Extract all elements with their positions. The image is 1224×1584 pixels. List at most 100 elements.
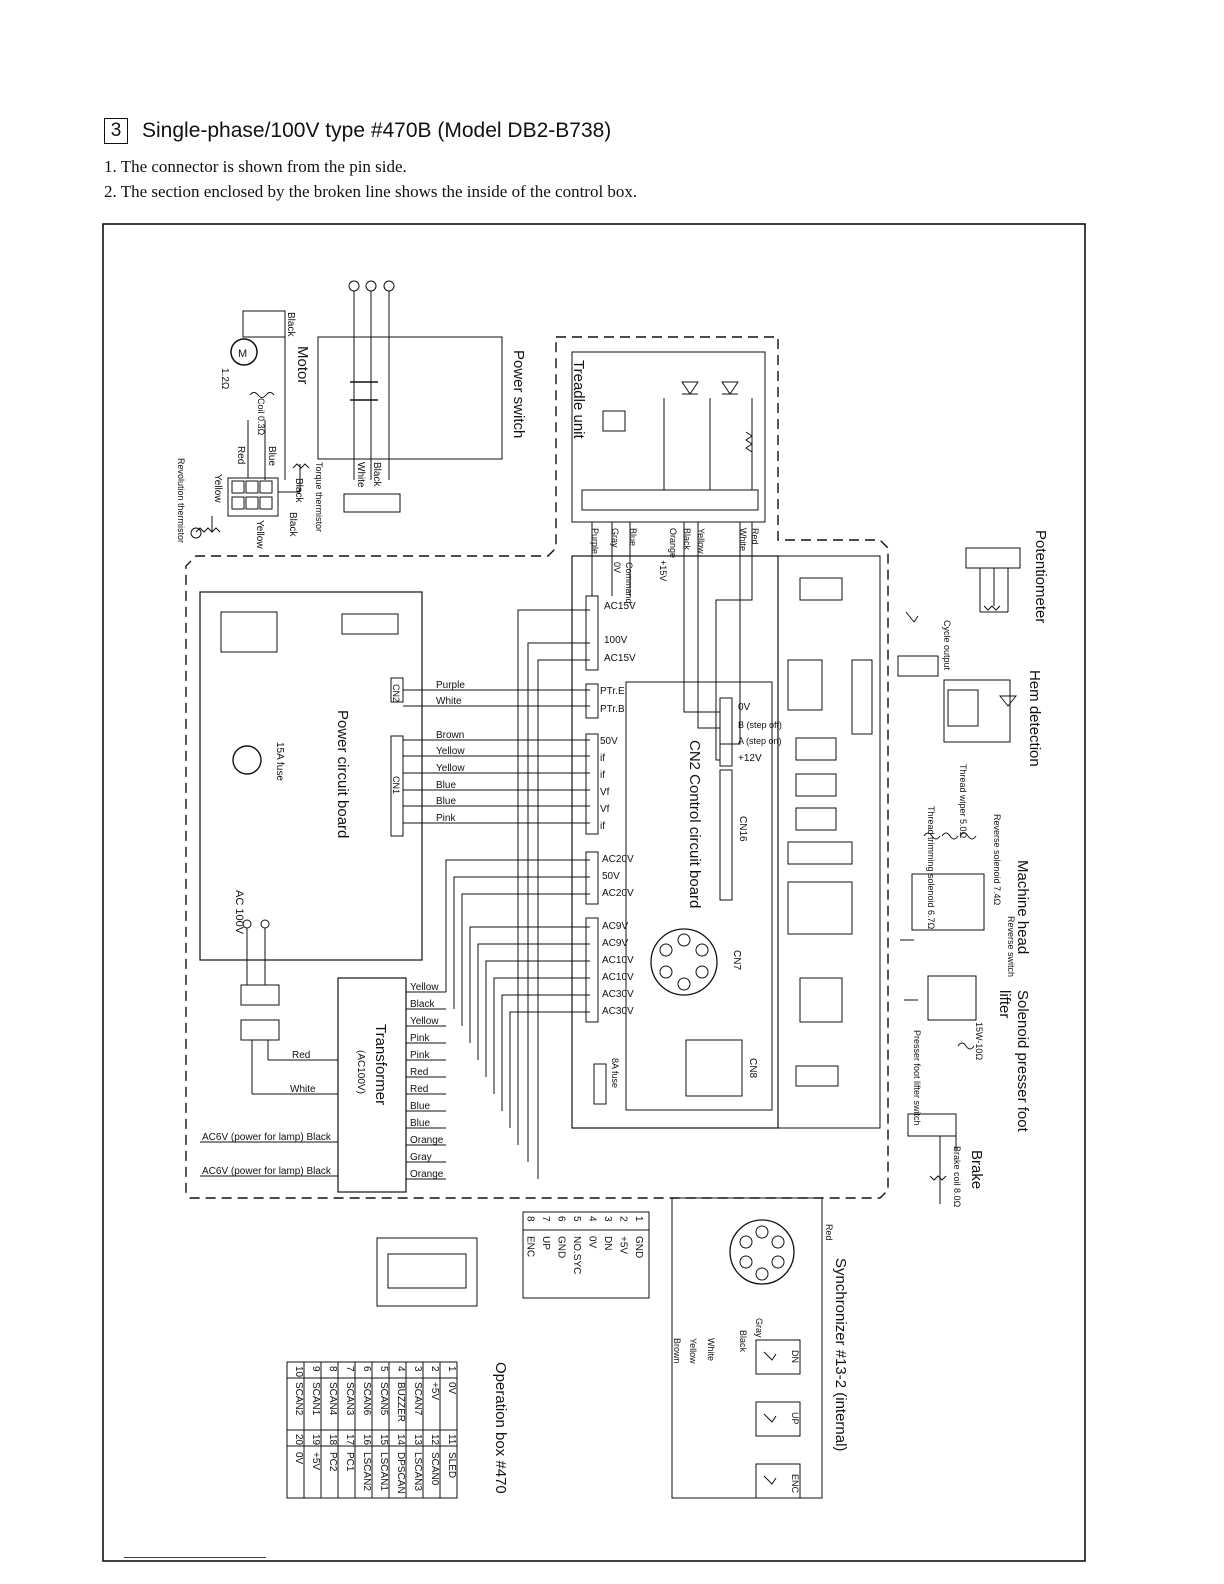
cn10-pin-4: AC10V bbox=[602, 972, 634, 983]
motor-wire-1: Black bbox=[285, 312, 296, 337]
potentiometer: Potentiometer bbox=[965, 530, 1049, 623]
op-pin-left-signal: SCAN2 bbox=[293, 1382, 304, 1416]
motor-symbol bbox=[230, 338, 258, 366]
treadle-wire-4: Orange bbox=[668, 528, 678, 558]
op-pin-right-number: 16 bbox=[361, 1434, 372, 1446]
transformer-wire-3: Yellow bbox=[410, 1016, 439, 1027]
operation-box-label: Operation box #470 bbox=[492, 1362, 509, 1494]
motor-wire-5: Black bbox=[293, 478, 304, 503]
ac-wire-2: White bbox=[290, 1084, 316, 1095]
control-box-boundary bbox=[185, 336, 889, 1199]
power-circuit-board: Power circuit board 15A fuse AC 100V CN2… bbox=[199, 591, 423, 961]
synchro-pin-signal: GND bbox=[633, 1236, 644, 1258]
cn2-label: CN2 bbox=[391, 684, 401, 702]
potentiometer-icon bbox=[983, 605, 1001, 611]
brake-coil-icon bbox=[929, 1136, 957, 1204]
cycle-output-label: Cycle output bbox=[942, 620, 952, 671]
ac6v-label-2: AC6V (power for lamp) Black bbox=[202, 1166, 332, 1177]
treadle-resistor bbox=[745, 431, 753, 453]
synchro-pin-number: 3 bbox=[602, 1216, 613, 1222]
ac-wire-1: Red bbox=[292, 1050, 310, 1061]
synchronizer-connector bbox=[729, 1219, 795, 1285]
control-board-label: CN2 Control circuit board bbox=[686, 740, 703, 908]
cn14-header bbox=[585, 683, 599, 719]
hem-detection: Hem detection bbox=[943, 670, 1043, 767]
fuse-8a-label: 8A fuse bbox=[610, 1058, 620, 1088]
power-switch-wire-2: White bbox=[355, 462, 366, 488]
cn2-wire-1: Purple bbox=[436, 680, 465, 691]
treadle-photodiode-2 bbox=[721, 381, 739, 395]
presser-solenoid-icon bbox=[957, 1042, 975, 1050]
section-number: 3 bbox=[104, 118, 128, 144]
cn15-pin-3: 0V bbox=[612, 562, 622, 573]
sensor-dn: DN bbox=[790, 1350, 800, 1363]
op-pin-left-signal: SCAN1 bbox=[310, 1382, 321, 1416]
op-pin-right-number: 18 bbox=[327, 1434, 338, 1446]
hem-detection-label: Hem detection bbox=[1026, 670, 1043, 767]
fuse-15a-label: 15A fuse bbox=[274, 742, 285, 781]
cn10-pin-5: AC30V bbox=[602, 989, 634, 1000]
synchro-table-box bbox=[522, 1211, 650, 1299]
transformer-sub-label: (AC100V) bbox=[355, 1050, 366, 1094]
reverse-solenoid-label: Reverse solenoid 7.4Ω bbox=[992, 814, 1002, 906]
cn10-pin-6: AC30V bbox=[602, 1006, 634, 1017]
section-title: Single-phase/100V type #470B (Model DB2-… bbox=[142, 119, 612, 142]
treadle-unit-label: Treadle unit bbox=[570, 360, 587, 439]
coil-15w-label: 15W-10Ω bbox=[974, 1022, 984, 1060]
cn2-pin-4: +12V bbox=[738, 753, 762, 764]
coil-label: Coil 0.3Ω bbox=[256, 398, 266, 436]
footer-rule bbox=[124, 1557, 266, 1558]
cn13-pin-5: Vf bbox=[600, 804, 610, 815]
transformer-wire-1: Yellow bbox=[410, 982, 439, 993]
power-switch-connector bbox=[343, 493, 401, 513]
op-pin-left-number: 7 bbox=[344, 1366, 355, 1372]
treadle-wire-6: Yellow bbox=[696, 528, 706, 554]
torque-thermistor-label: Torque thermistor bbox=[314, 462, 324, 532]
machine-head: Machine head Reverse solenoid 7.4Ω Threa… bbox=[900, 764, 1031, 977]
cn2-pin-1: 0V bbox=[738, 702, 751, 713]
op-pin-left-signal: +5V bbox=[429, 1382, 440, 1400]
cn14-pin-2: PTr.B bbox=[600, 704, 625, 715]
hem-detection-sensor-icon bbox=[998, 695, 1018, 707]
cn1-wire-3: Yellow bbox=[436, 763, 465, 774]
cn2-header bbox=[719, 697, 733, 767]
transformer: Transformer (AC100V) bbox=[200, 977, 407, 1193]
revolution-thermistor-label: Revolution thermistor bbox=[176, 458, 186, 543]
op-pin-left-number: 3 bbox=[412, 1366, 423, 1372]
sync-wire-2: Gray bbox=[754, 1318, 764, 1338]
motor-label: Motor bbox=[294, 346, 311, 384]
op-pin-right-signal: LSCAN2 bbox=[361, 1452, 372, 1491]
cn10-pin-2: AC9V bbox=[602, 938, 628, 949]
cycle-output: Cycle output bbox=[897, 611, 952, 677]
op-pin-left-signal: SCAN6 bbox=[361, 1382, 372, 1416]
cn8-header bbox=[685, 1039, 743, 1097]
thread-wiper-label: Thread wiper 5.0Ω bbox=[958, 764, 968, 839]
treadle-wire-8: Red bbox=[750, 528, 760, 545]
ac-input-connectors bbox=[240, 928, 338, 1095]
cn12-pin-1: AC15V bbox=[604, 601, 636, 612]
brake-coil-label: Brake coil 8.0Ω bbox=[952, 1146, 962, 1208]
sync-wire-4: White bbox=[706, 1338, 716, 1361]
power-board-label: Power circuit board bbox=[334, 710, 351, 838]
op-pin-right-signal: 0V bbox=[293, 1452, 304, 1465]
transformer-wire-10: Orange bbox=[410, 1135, 444, 1146]
power-switch-assembly: Power switch Black White bbox=[317, 280, 527, 513]
op-pin-left-number: 5 bbox=[378, 1366, 389, 1372]
treadle-unit-box bbox=[571, 351, 766, 523]
sync-wire-1: Red bbox=[824, 1224, 834, 1241]
lifter-label: lifter bbox=[996, 990, 1013, 1018]
cn1-wire-5: Blue bbox=[436, 796, 456, 807]
synchro-pin-signal: +5V bbox=[618, 1236, 629, 1254]
cn13-pin-3: if bbox=[600, 770, 605, 781]
motor-wire-4: Yellow bbox=[212, 474, 223, 503]
synchro-pin-number: 8 bbox=[525, 1216, 536, 1222]
sensor-up: UP bbox=[790, 1412, 800, 1425]
cn13-pin-2: if bbox=[600, 753, 605, 764]
op-pin-right-signal: PC2 bbox=[327, 1452, 338, 1472]
treadle-wire-7: White bbox=[738, 528, 748, 551]
synchro-pin-signal: UP bbox=[540, 1236, 551, 1250]
cn16-header bbox=[719, 769, 733, 901]
op-pin-right-signal: SLED bbox=[446, 1452, 457, 1478]
